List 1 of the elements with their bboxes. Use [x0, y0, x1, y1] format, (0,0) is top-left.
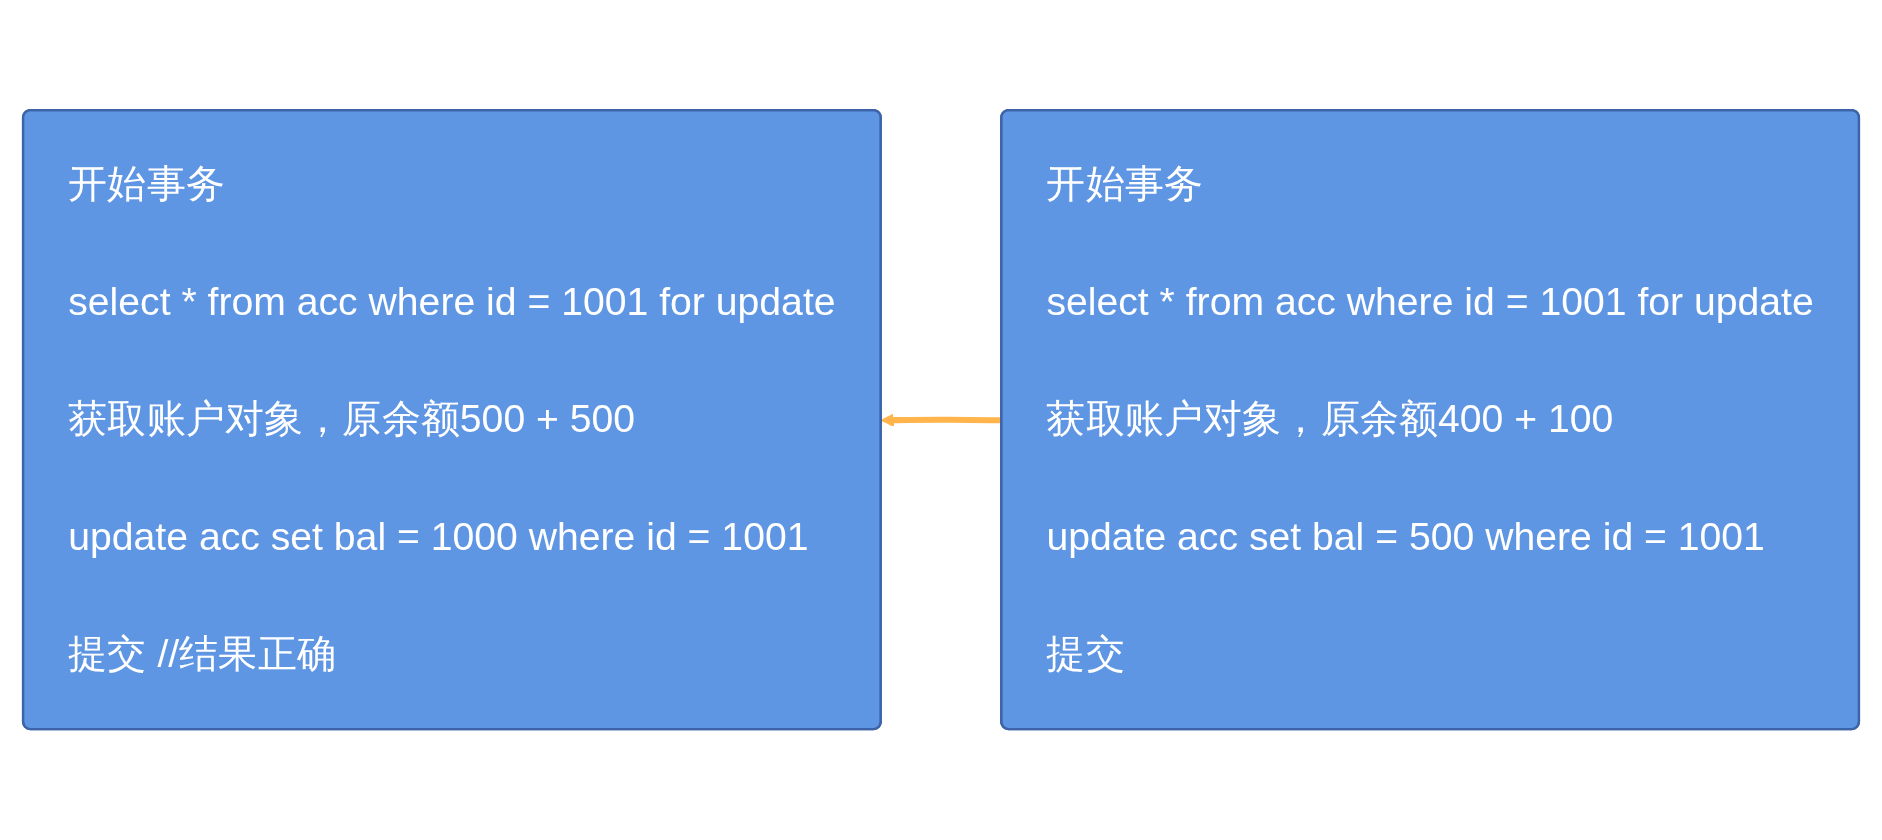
arrow: [880, 413, 1003, 428]
